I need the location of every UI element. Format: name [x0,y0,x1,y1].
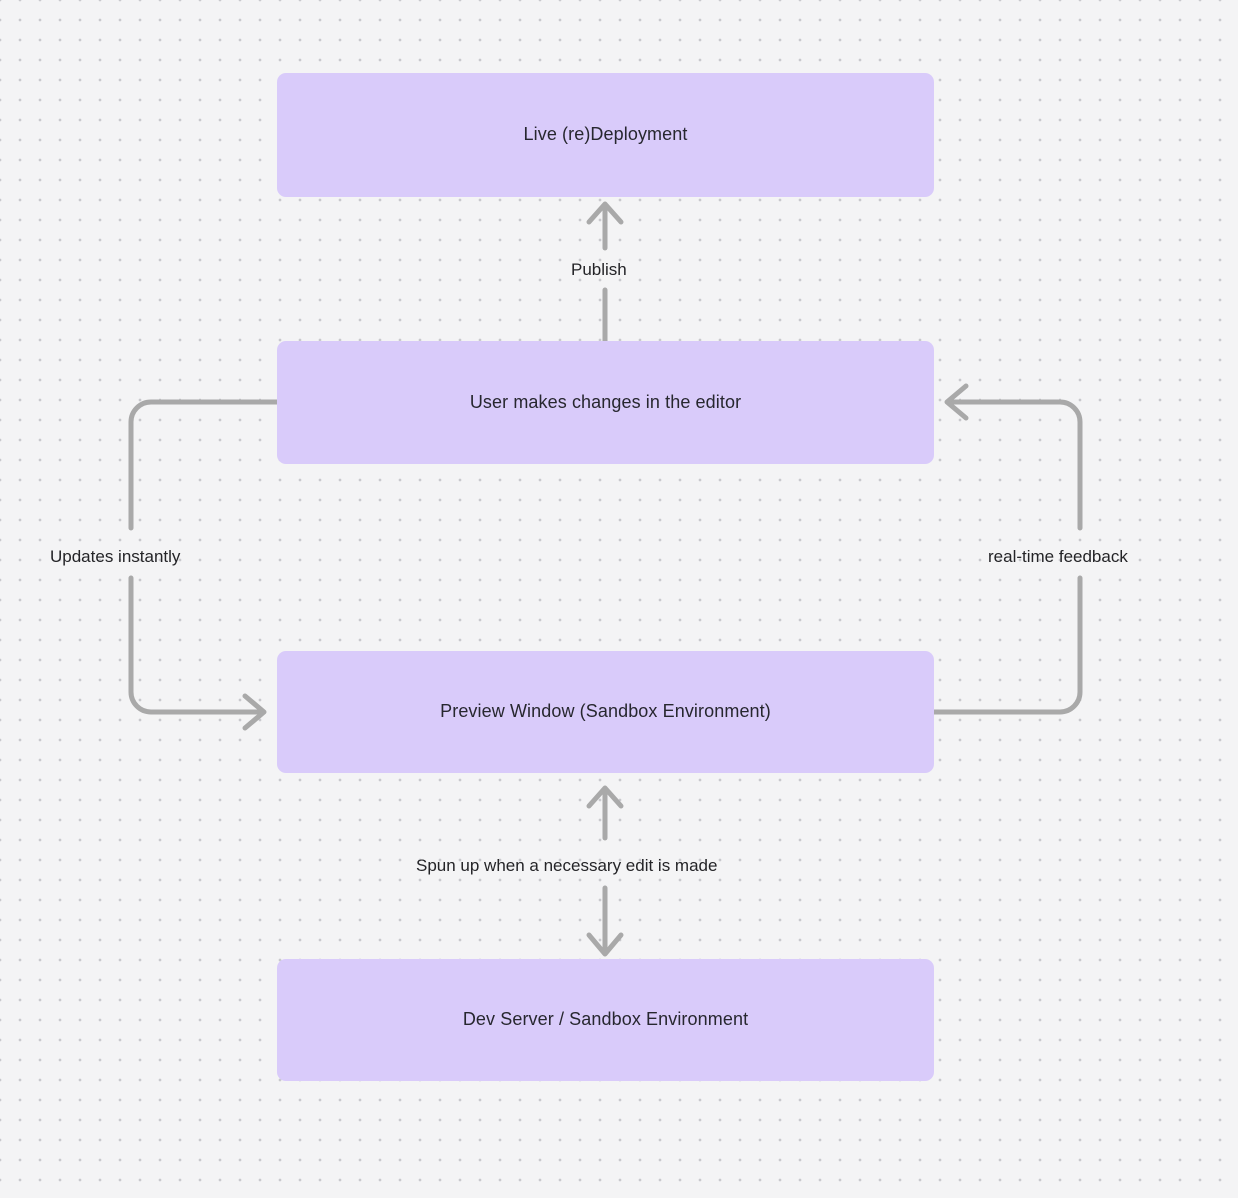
edge-label-spun-up: Spun up when a necessary edit is made [416,856,718,875]
node-preview-window-label: Preview Window (Sandbox Environment) [440,701,771,722]
node-dev-server[interactable]: Dev Server / Sandbox Environment [277,959,934,1081]
edge-label-real-time-feedback: real-time feedback [988,547,1128,566]
node-user-makes-changes[interactable]: User makes changes in the editor [277,341,934,464]
edge-label-updates-instantly: Updates instantly [50,547,181,566]
node-live-redeployment[interactable]: Live (re)Deployment [277,73,934,197]
node-preview-window[interactable]: Preview Window (Sandbox Environment) [277,651,934,773]
node-dev-server-label: Dev Server / Sandbox Environment [462,1009,749,1030]
node-live-redeployment-label: Live (re)Deployment [523,124,688,145]
node-user-makes-changes-label: User makes changes in the editor [469,391,742,412]
edge-label-publish: Publish [571,260,627,279]
